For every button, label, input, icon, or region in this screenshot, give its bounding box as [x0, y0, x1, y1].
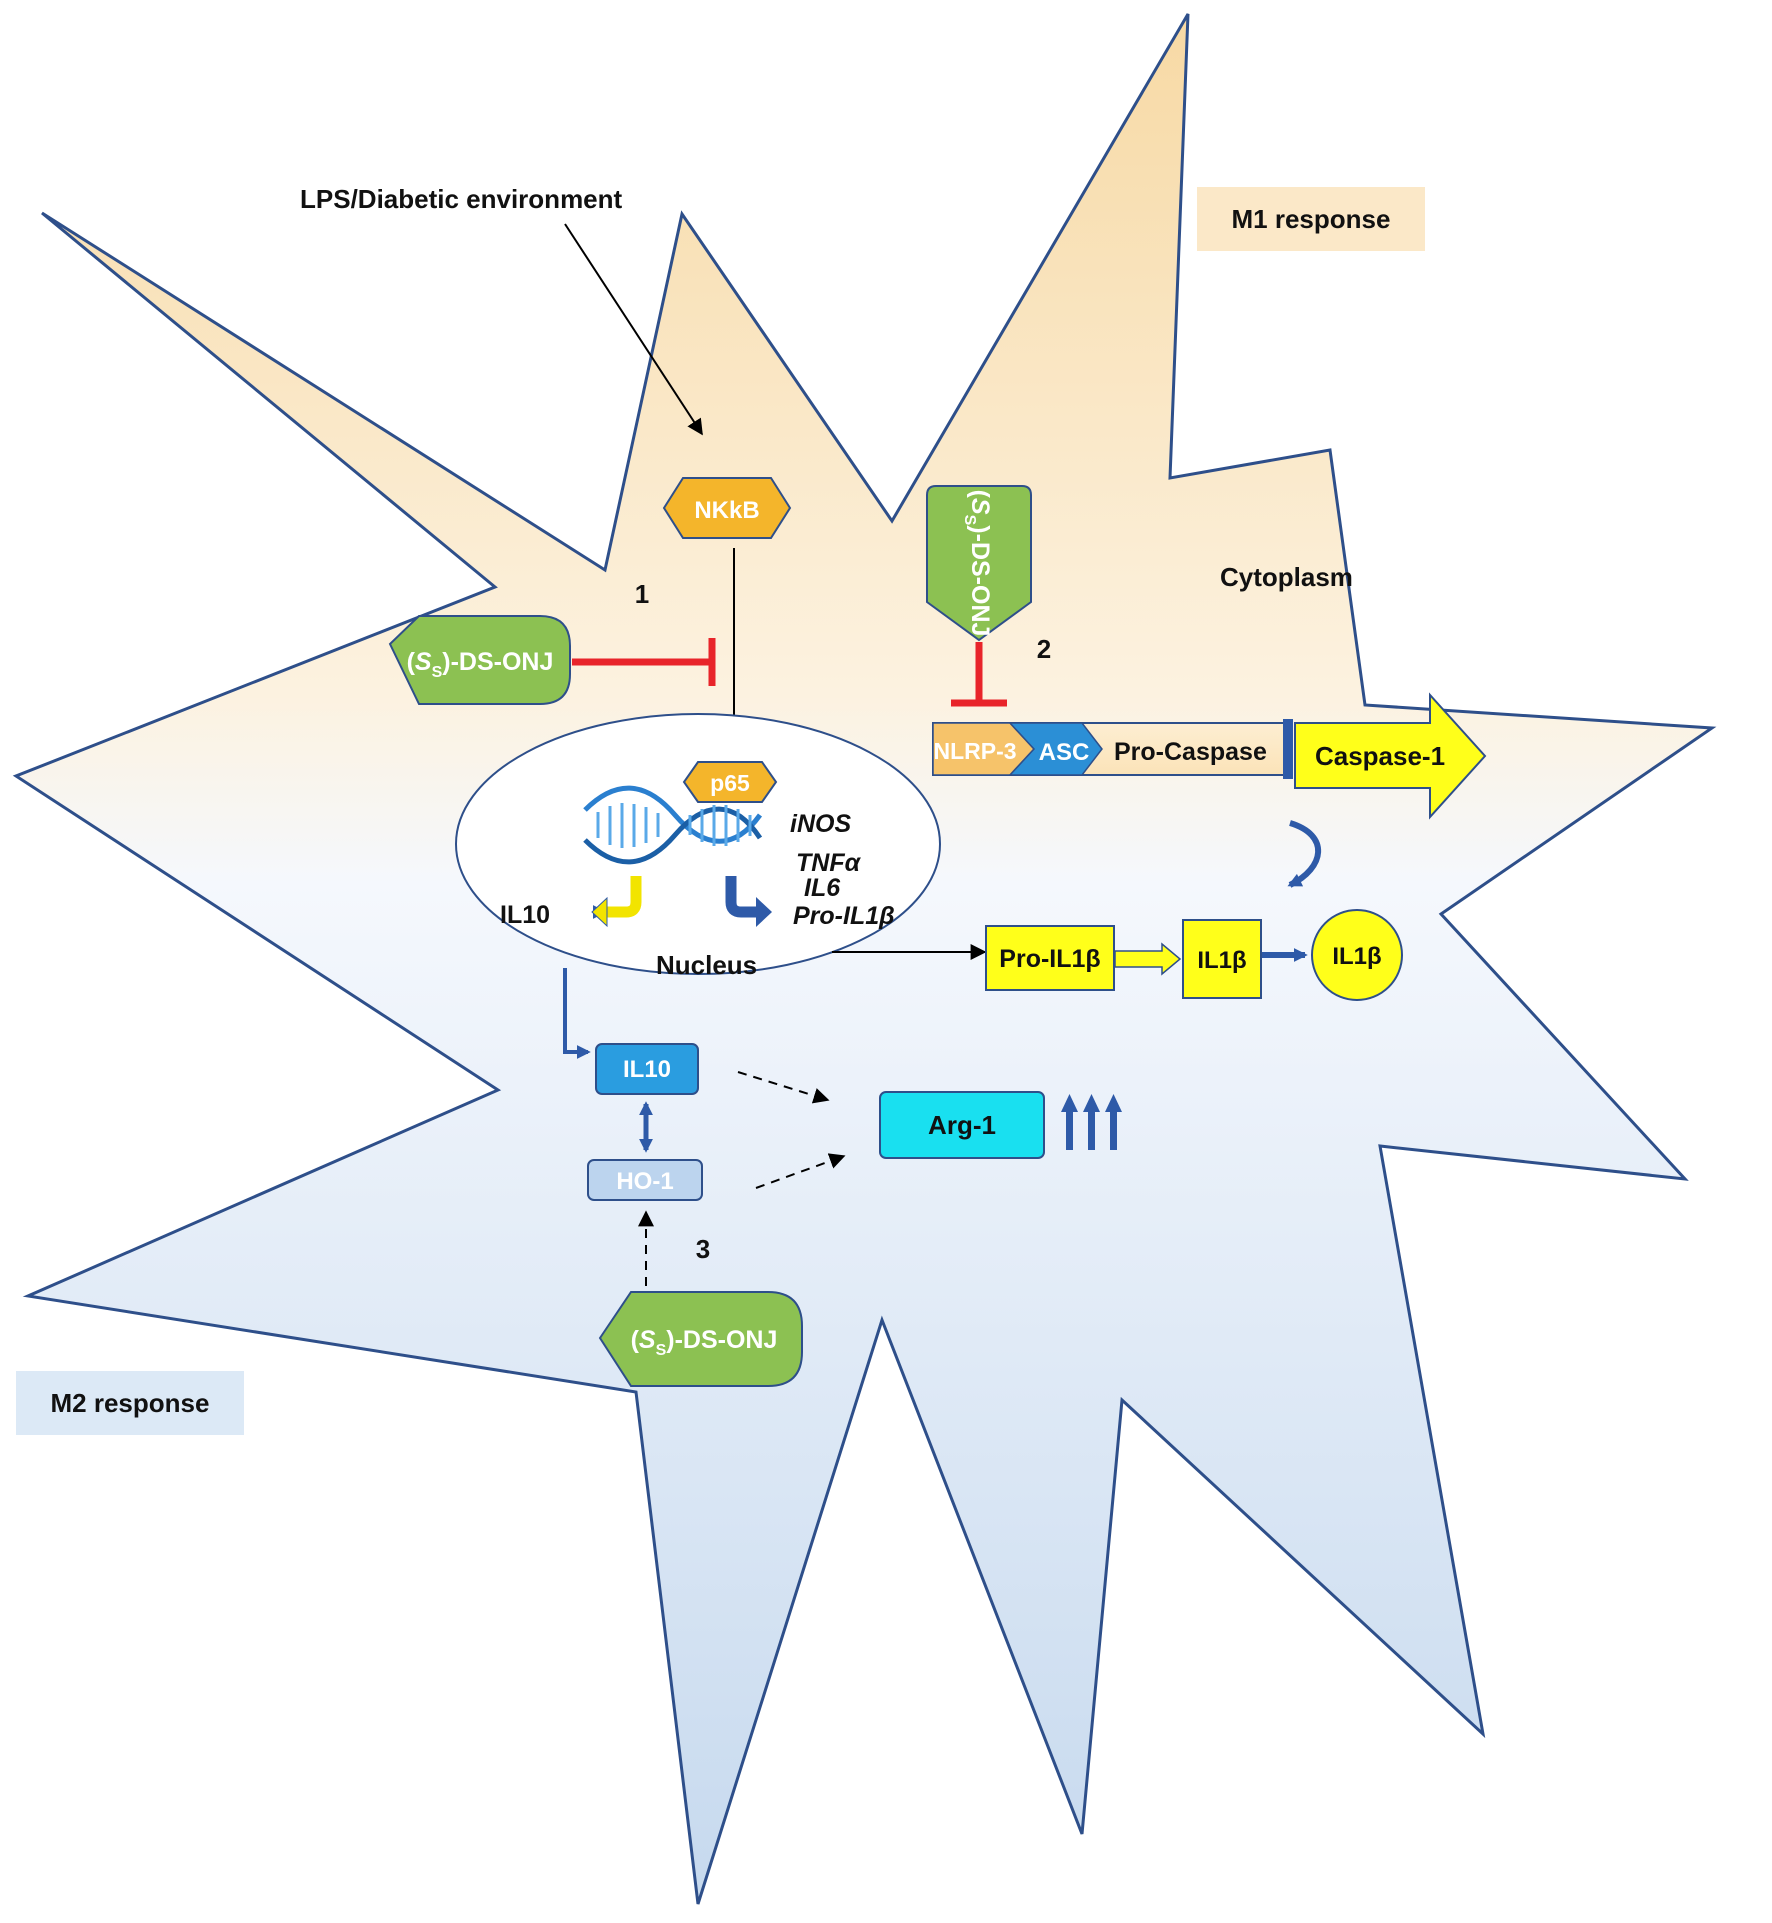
il1b-circle-label: IL1β	[1332, 943, 1381, 970]
nucleus	[455, 713, 941, 975]
drug-3-node	[598, 1291, 803, 1387]
p65-label: p65	[710, 770, 750, 796]
m2-response-label: M2 response	[51, 1388, 210, 1418]
drug-1-label: (SS)-DS-ONJ	[407, 648, 554, 681]
il10-node	[595, 1043, 699, 1095]
dna-helix-icon	[583, 785, 763, 865]
nkkb-node	[662, 477, 792, 539]
il10-transcription-arrow	[604, 876, 642, 918]
gene-pro-il1b: Pro-IL1β	[793, 902, 895, 930]
asc-label: ASC	[1039, 739, 1090, 766]
drug-2-node	[926, 485, 1032, 642]
ho1-node	[587, 1159, 703, 1201]
pro-il1b-node	[985, 925, 1115, 991]
caspase-cleavage-arrow	[1287, 820, 1322, 888]
drug-3-label: (SS)-DS-ONJ	[631, 1326, 778, 1359]
proinflammatory-transcription-arrow	[725, 876, 757, 918]
trigger-arrow	[564, 223, 703, 436]
gene-il6: IL6	[804, 874, 841, 902]
pro-caspase-label: Pro-Caspase	[1114, 738, 1267, 766]
il1b-box-label: IL1β	[1197, 947, 1246, 974]
drug-2-label: (SS)-DS-ONJ	[961, 490, 994, 637]
ho1-label: HO-1	[616, 1168, 673, 1195]
pro-il1b-label: Pro-IL1β	[999, 945, 1100, 973]
caspase-1-arrow	[1294, 692, 1487, 820]
step-1-label: 1	[635, 579, 649, 609]
arg1-label: Arg-1	[928, 1110, 996, 1140]
nkkb-label: NKkB	[694, 497, 759, 524]
m1-response-box	[1197, 187, 1425, 251]
arg1-node	[879, 1091, 1045, 1159]
nlrp3-label: NLRP-3	[933, 738, 1016, 764]
cleavage-marker	[1283, 719, 1293, 779]
il10-export-arrow	[563, 968, 591, 1059]
il10-nuclear-label: IL10	[500, 901, 550, 929]
gene-inos: iNOS	[790, 810, 851, 838]
caspase-1-label: Caspase-1	[1315, 741, 1445, 771]
il1b-secreted-node	[1311, 909, 1403, 1001]
nucleus-label: Nucleus	[656, 950, 757, 980]
cytoplasm-label: Cytoplasm	[1220, 562, 1353, 592]
step-2-label: 2	[1037, 634, 1051, 664]
triple-up-arrow-icon	[1061, 1094, 1122, 1150]
il1b-node	[1182, 919, 1262, 999]
asc-segment	[1008, 722, 1103, 776]
gene-tnfa: TNFα	[796, 849, 862, 877]
p65-node	[682, 761, 778, 803]
il10-transcription-arrowhead	[591, 896, 608, 928]
step-3-label: 3	[696, 1234, 710, 1264]
m1-response-label: M1 response	[1232, 204, 1391, 234]
pro-il1b-to-il1b-arrow	[1114, 942, 1182, 976]
il10-label: IL10	[623, 1056, 671, 1083]
m2-response-box	[16, 1371, 244, 1435]
cell-membrane	[12, 13, 1717, 1905]
trigger-label: LPS/Diabetic environment	[300, 184, 623, 214]
proinflammatory-transcription-arrowhead	[756, 897, 772, 927]
drug-1-node	[388, 615, 571, 705]
